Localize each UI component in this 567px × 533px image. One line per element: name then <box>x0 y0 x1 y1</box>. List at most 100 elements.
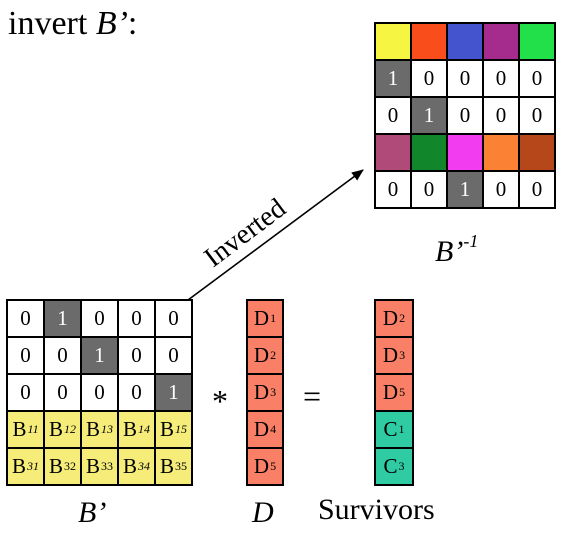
b-inverse-cell-text: 0 <box>387 177 399 201</box>
arrow-line <box>187 169 364 301</box>
b-prime-cell-subscript: 31 <box>27 459 39 473</box>
b-prime-cell: 0 <box>7 337 44 374</box>
b-prime-cell-text: 0 <box>57 343 68 367</box>
b-prime-cell-text: 0 <box>131 380 142 404</box>
b-inverse-cell: 0 <box>483 97 519 134</box>
b-inverse-cell-text: 0 <box>459 103 471 127</box>
b-prime-cell: 0 <box>81 300 118 337</box>
b-prime-cell-text: 0 <box>20 306 31 330</box>
survivors-cell-text: D <box>382 306 399 330</box>
b-inverse-cell-text: 0 <box>423 66 435 90</box>
b-prime-cell-text: B <box>48 454 63 478</box>
d-vector-cell-text: D <box>253 343 270 367</box>
survivors-cell-subscript: 2 <box>399 311 406 325</box>
b-prime-cell-text: B <box>85 454 100 478</box>
equals-sign: = <box>303 378 322 414</box>
b-inverse-cell: 0 <box>483 171 519 208</box>
survivors-cell-text: D <box>382 380 399 404</box>
multiply-sign: * <box>212 383 228 419</box>
b-prime-cell-text: B <box>11 454 26 478</box>
b-inverse-cell <box>483 23 519 60</box>
d-vector-cell-subscript: 2 <box>270 348 277 362</box>
b-prime-cell-text: B <box>159 417 174 441</box>
b-prime-cell: 0 <box>118 374 155 411</box>
d-vector-cell-subscript: 1 <box>270 311 277 325</box>
b-prime-cell-text: B <box>48 417 63 441</box>
b-inverse-cell-text: 0 <box>459 66 471 90</box>
b-inverse-cell <box>375 134 411 171</box>
b-prime-cell-text: 0 <box>20 380 31 404</box>
b-prime-cell-subscript: 32 <box>64 459 76 473</box>
b-inverse-cell: 0 <box>519 60 555 97</box>
b-prime-cell-text: 1 <box>168 380 179 404</box>
survivors-cell-text: C <box>383 417 398 441</box>
b-prime-cell-text: 0 <box>168 343 179 367</box>
b-inverse-cell-text: 1 <box>387 66 399 90</box>
title-symbol: B’ <box>95 5 128 42</box>
b-inverse-cell: 1 <box>411 97 447 134</box>
b-inverse-label-text: B’ <box>435 235 464 268</box>
b-prime-cell-text: 0 <box>168 306 179 330</box>
b-inverse-cell-text: 0 <box>495 66 507 90</box>
b-inverse-cell: 0 <box>411 60 447 97</box>
b-prime-cell: 1 <box>155 374 192 411</box>
b-prime-cell-subscript: 12 <box>64 422 76 436</box>
survivors-cell-subscript: 5 <box>399 385 406 399</box>
b-inverse-cell <box>519 23 555 60</box>
b-inverse-cell <box>375 23 411 60</box>
b-inverse-cell <box>411 134 447 171</box>
b-prime-cell-subscript: 34 <box>138 459 150 473</box>
b-prime-cell-subscript: 35 <box>175 459 187 473</box>
b-inverse-cell-text: 0 <box>531 66 543 90</box>
b-inverse-cell: 0 <box>375 171 411 208</box>
b-inverse-cell: 0 <box>375 97 411 134</box>
b-prime-cell: 1 <box>44 300 81 337</box>
survivors-cell-subscript: 3 <box>398 459 405 473</box>
b-prime-cell-text: 0 <box>131 306 142 330</box>
b-inverse-cell: 1 <box>447 171 483 208</box>
b-prime-cell: 0 <box>118 337 155 374</box>
b-inverse-cell-text: 0 <box>531 177 543 201</box>
b-inverse-cell-text: 0 <box>423 177 435 201</box>
b-inverse-cell: 0 <box>411 171 447 208</box>
b-prime-cell: 1 <box>81 337 118 374</box>
b-prime-cell-text: 0 <box>94 380 105 404</box>
b-prime-cell-subscript: 14 <box>138 422 150 436</box>
b-inverse-cell-text: 0 <box>495 177 507 201</box>
d-vector-cell-subscript: 5 <box>270 459 277 473</box>
b-prime-cell-text: 1 <box>57 306 68 330</box>
b-prime-cell-text: 0 <box>57 380 68 404</box>
b-prime-cell-text: B <box>12 417 27 441</box>
survivors-cell-subscript: 1 <box>398 422 405 436</box>
b-prime-cell-text: 0 <box>94 306 105 330</box>
b-inverse-cell <box>411 23 447 60</box>
b-prime-cell-text: B <box>85 417 100 441</box>
b-inverse-cell-text: 1 <box>459 177 471 201</box>
b-prime-cell-subscript: 13 <box>101 422 113 436</box>
b-prime-cell-text: B <box>122 454 137 478</box>
b-inverse-label: B’-1 <box>435 224 478 269</box>
b-inverse-cell <box>519 134 555 171</box>
b-inverse-cell: 0 <box>519 97 555 134</box>
b-prime-cell: 0 <box>81 374 118 411</box>
b-prime-cell-text: B <box>159 454 174 478</box>
